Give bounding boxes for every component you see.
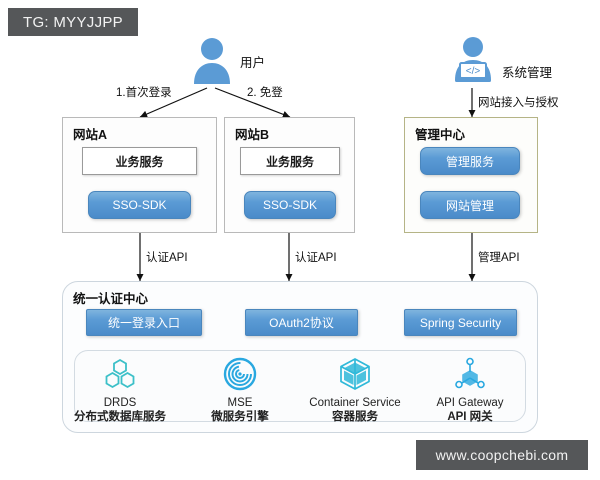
service-api-gateway: API Gateway API 网关: [410, 354, 530, 424]
service-drds: DRDS 分布式数据库服务: [60, 354, 180, 424]
service-container: Container Service 容器服务: [295, 354, 415, 424]
site-a-business-service: 业务服务: [82, 147, 197, 175]
auth-center-login-entry-button[interactable]: 统一登录入口: [86, 309, 202, 336]
telegram-watermark-banner: TG: MYYJJPP: [8, 8, 138, 36]
site-a-title: 网站A: [73, 128, 108, 142]
edge-label-admin-api: 管理API: [478, 252, 520, 264]
edge-label-auth-api-a: 认证API: [146, 252, 188, 264]
site-watermark-banner: www.coopchebi.com: [416, 440, 588, 470]
svg-text:</>: </>: [466, 66, 481, 77]
service-drds-name-en: DRDS: [103, 397, 137, 409]
drds-hexagons-icon: [60, 354, 180, 394]
service-container-name-en: Container Service: [309, 397, 401, 409]
auth-center-oauth2-button[interactable]: OAuth2协议: [245, 309, 358, 336]
edge-label-free-login: 2. 免登: [247, 87, 283, 99]
service-mse: MSE 微服务引擎: [180, 354, 300, 424]
edge-label-auth-api-b: 认证API: [295, 252, 337, 264]
mse-spiral-icon: [180, 354, 300, 394]
site-a-sso-sdk[interactable]: SSO-SDK: [88, 191, 191, 219]
edge-label-site-access-auth: 网站接入与授权: [478, 97, 559, 109]
service-drds-name-cn: 分布式数据库服务: [74, 411, 166, 423]
service-container-name-cn: 容器服务: [332, 411, 378, 423]
container-cube-icon: [295, 354, 415, 394]
admin-center-service-button[interactable]: 管理服务: [420, 147, 520, 175]
admin-center-title: 管理中心: [415, 128, 466, 142]
service-mse-name-cn: 微服务引擎: [211, 411, 269, 423]
service-mse-name-en: MSE: [227, 397, 253, 409]
user-avatar-icon: [194, 38, 230, 84]
api-gateway-node-icon: [410, 354, 530, 394]
site-b-sso-sdk[interactable]: SSO-SDK: [244, 191, 336, 219]
edge-label-first-login: 1.首次登录: [116, 87, 172, 99]
site-b-title: 网站B: [235, 128, 270, 142]
site-b-business-service: 业务服务: [240, 147, 340, 175]
user-label: 用户: [240, 56, 266, 70]
developer-laptop-icon: </>: [455, 37, 491, 82]
service-api-gateway-name-en: API Gateway: [436, 397, 504, 409]
group-cloud-services: [74, 350, 526, 422]
auth-center-title: 统一认证中心: [73, 292, 149, 306]
group-site-a: 网站A: [62, 117, 217, 233]
admin-center-site-management-button[interactable]: 网站管理: [420, 191, 520, 219]
auth-center-spring-security-button[interactable]: Spring Security: [404, 309, 517, 336]
service-api-gateway-name-cn: API 网关: [447, 411, 493, 423]
admin-label: 系统管理: [502, 66, 553, 80]
